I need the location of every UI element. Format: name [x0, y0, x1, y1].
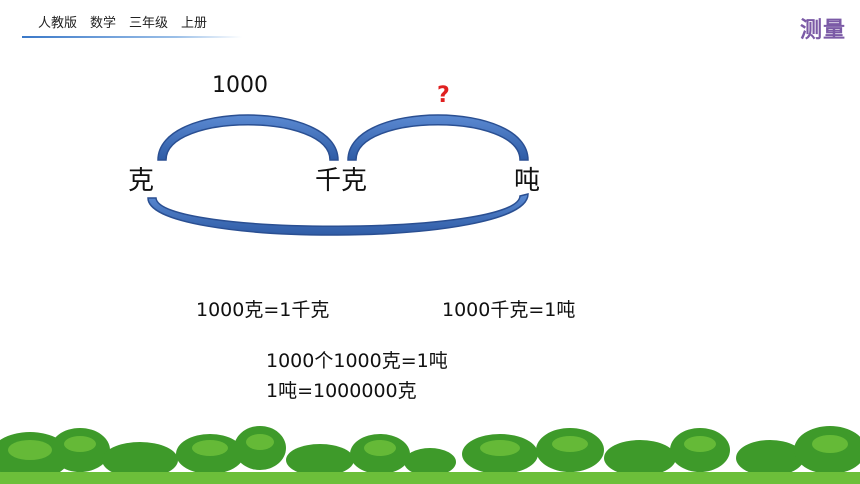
equation-kilogram-ton: 1000千克=1吨: [442, 299, 576, 321]
unit-kilogram: 千克: [315, 166, 367, 196]
arc-label-1000: 1000: [212, 73, 268, 98]
grass-strip: [0, 472, 860, 484]
arc-label-question: ?: [437, 83, 450, 108]
arc-kilogram-to-ton: [347, 114, 529, 161]
slide-title: 测量: [799, 18, 846, 43]
equation-thousand-kg-ton: 1000个1000克=1吨: [266, 350, 448, 372]
unit-gram: 克: [128, 166, 154, 196]
equation-ton-gram: 1吨=1000000克: [266, 380, 417, 402]
bushes: [0, 426, 860, 480]
arc-gram-to-kilogram: [157, 114, 339, 161]
equation-gram-kilogram: 1000克=1千克: [196, 299, 330, 321]
course-label: 人教版 数学 三年级 上册: [38, 16, 208, 31]
header-underline: [22, 36, 242, 38]
bush-highlights: [8, 434, 848, 460]
grass-decoration: [0, 426, 860, 484]
arc-gram-to-ton: [147, 193, 529, 236]
unit-ton: 吨: [514, 166, 540, 196]
